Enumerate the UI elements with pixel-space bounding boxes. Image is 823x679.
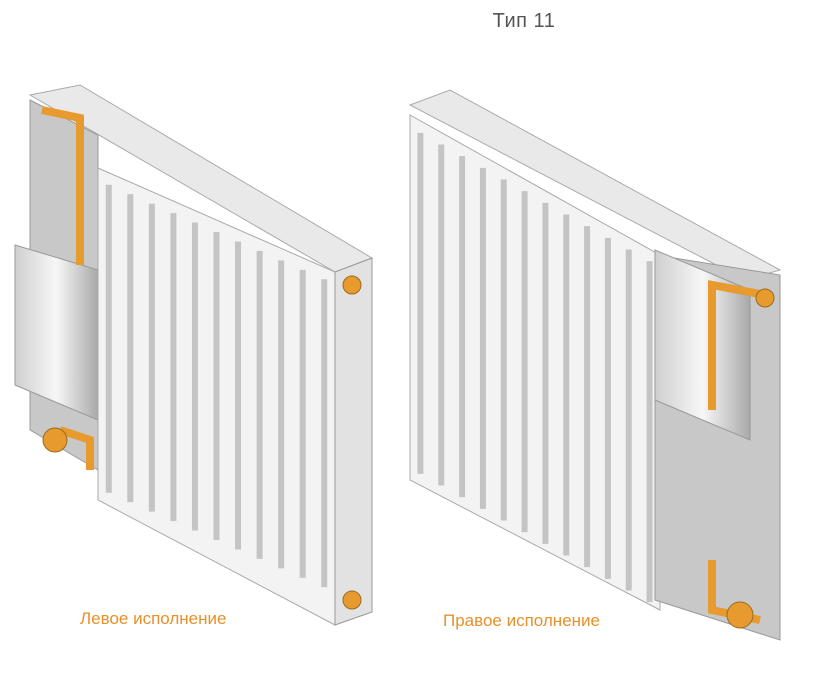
right-version-caption: Правое исполнение [443, 611, 600, 630]
pipe [41, 106, 94, 470]
front-panel [409, 114, 661, 611]
connector-top [342, 275, 362, 295]
front-flutes [105, 184, 328, 588]
valve [726, 601, 754, 629]
cutaway-fins [14, 244, 99, 421]
right-radiator [408, 89, 782, 641]
diagram-title: Тип 11 [492, 10, 556, 32]
cutaway-fins [654, 249, 751, 441]
left-radiator [14, 84, 374, 626]
left-version-caption: Левое исполнение [80, 609, 227, 628]
connector-top [755, 288, 775, 308]
end-cap [334, 257, 373, 626]
top-grille [408, 89, 782, 281]
connector-bottom [342, 590, 362, 610]
front-flutes [417, 132, 653, 603]
valve [42, 427, 68, 453]
